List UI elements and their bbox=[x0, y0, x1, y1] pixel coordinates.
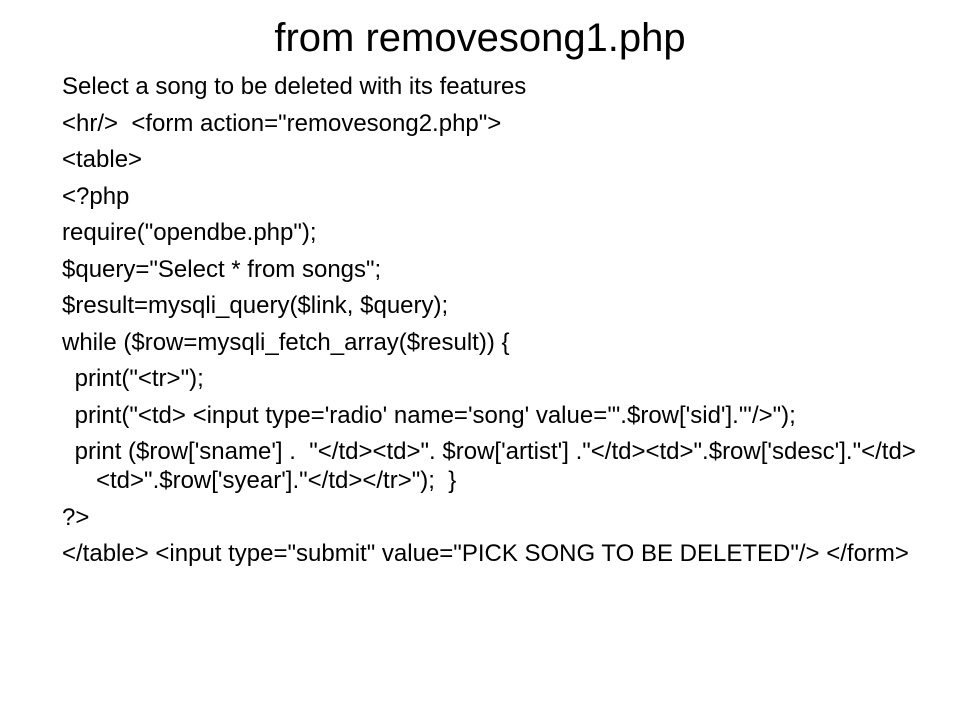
code-line-table-open: <table> bbox=[62, 146, 143, 173]
code-line-form-open: <hr/> <form action="removesong2.php"> bbox=[62, 109, 502, 137]
code-line-print-row: print ($row['sname'] . "</td><td>". $row… bbox=[68, 438, 916, 494]
code-line-print-radio: print("<td> <input type='radio' name='so… bbox=[68, 401, 796, 429]
code-line-print-tr: print("<tr>"); bbox=[68, 365, 204, 392]
slide-title: from removesong1.php bbox=[274, 16, 686, 60]
code-line-result: $result=mysqli_query($link, $query); bbox=[62, 292, 449, 319]
code-listing: Select a song to be deleted with its fea… bbox=[62, 72, 922, 576]
code-line-while: while ($row=mysqli_fetch_array($result))… bbox=[62, 328, 510, 356]
code-line-query: $query="Select * from songs"; bbox=[62, 255, 382, 283]
code-line-php-open: <?php bbox=[62, 182, 130, 210]
description-line: Select a song to be deleted with its fea… bbox=[62, 73, 527, 100]
code-line-table-close: </table> <input type="submit" value="PIC… bbox=[62, 540, 909, 567]
code-line-php-close: ?> bbox=[62, 503, 90, 531]
code-line-require: require("opendbe.php"); bbox=[62, 219, 317, 246]
